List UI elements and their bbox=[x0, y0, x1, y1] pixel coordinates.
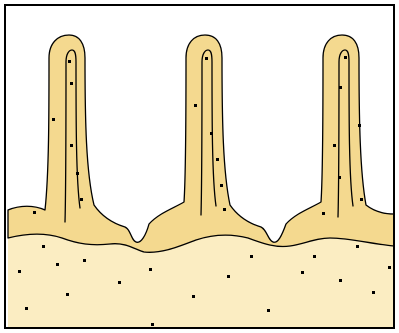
dot-mark bbox=[33, 211, 36, 214]
dot-mark bbox=[356, 245, 359, 248]
dot-mark bbox=[52, 118, 55, 121]
dot-mark bbox=[333, 144, 336, 147]
dot-mark bbox=[151, 323, 154, 326]
dot-mark bbox=[80, 198, 83, 201]
dot-mark bbox=[68, 60, 71, 63]
dot-mark bbox=[149, 268, 152, 271]
dot-mark bbox=[344, 56, 347, 59]
dot-mark bbox=[56, 263, 59, 266]
dot-mark bbox=[220, 184, 223, 187]
base-region bbox=[8, 234, 394, 328]
dot-mark bbox=[42, 245, 45, 248]
dot-mark bbox=[216, 158, 219, 161]
dot-mark bbox=[25, 307, 28, 310]
dot-mark bbox=[267, 309, 270, 312]
dot-mark bbox=[250, 255, 253, 258]
dot-mark bbox=[83, 259, 86, 262]
dot-mark bbox=[227, 275, 230, 278]
dot-mark bbox=[18, 270, 21, 273]
dot-mark bbox=[210, 132, 213, 135]
dot-mark bbox=[313, 255, 316, 258]
dot-mark bbox=[339, 279, 342, 282]
dot-mark bbox=[223, 208, 226, 211]
dot-mark bbox=[76, 172, 79, 175]
dot-mark bbox=[338, 176, 341, 179]
dot-mark bbox=[192, 295, 195, 298]
dot-mark bbox=[118, 281, 121, 284]
dot-mark bbox=[205, 57, 208, 60]
dot-mark bbox=[194, 104, 197, 107]
dot-mark bbox=[372, 291, 375, 294]
dot-mark bbox=[301, 271, 304, 274]
dot-mark bbox=[358, 124, 361, 127]
dot-mark bbox=[70, 82, 73, 85]
dot-mark bbox=[322, 212, 325, 215]
dot-mark bbox=[360, 198, 363, 201]
dot-mark bbox=[339, 86, 342, 89]
dot-mark bbox=[388, 266, 391, 269]
dot-mark bbox=[66, 293, 69, 296]
dot-mark bbox=[70, 144, 73, 147]
